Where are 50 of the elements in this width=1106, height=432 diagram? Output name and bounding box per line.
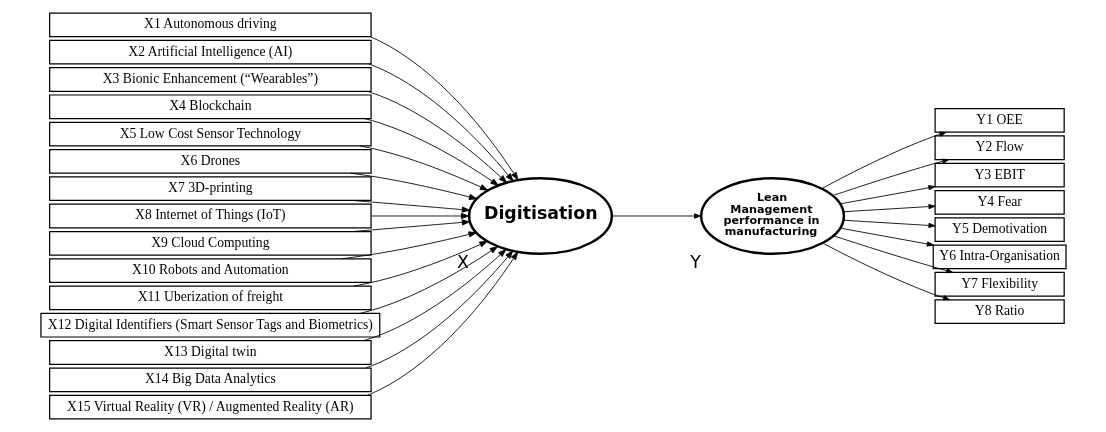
arrow — [364, 250, 513, 369]
node-box: X10 Robots and Automation — [48, 258, 372, 283]
node-box: Y2 Flow — [934, 135, 1065, 161]
arrow — [821, 131, 947, 189]
node-box: X3 Bionic Enhancement (“Wearables”) — [48, 67, 372, 92]
node-box: X15 Virtual Reality (VR) / Augmented Reality (AR) — [48, 394, 372, 420]
arrow — [839, 227, 934, 247]
arrow — [610, 213, 701, 219]
node-box: X1 Autonomous driving — [48, 12, 372, 38]
node-box: X12 Digital Identifiers (Smart Sensor Tags and Biometrics) — [39, 312, 380, 338]
node-box: X8 Internet of Things (IoT) — [48, 203, 372, 229]
node-box: Y3 EBIT — [934, 162, 1065, 188]
arrow — [368, 63, 513, 182]
arrow — [349, 172, 477, 200]
node-box: X9 Cloud Computing — [48, 230, 372, 256]
arrow — [842, 203, 935, 213]
arrow — [821, 242, 950, 301]
node-label: X — [456, 251, 469, 272]
node-box: Y4 Fear — [934, 189, 1065, 215]
arrow — [370, 212, 469, 220]
arrow — [842, 219, 935, 229]
node-box: X7 3D-printing — [48, 176, 372, 202]
arrow — [340, 231, 477, 260]
arrow — [352, 240, 488, 287]
node-box: X2 Artificial Intelligence (AI) — [48, 39, 372, 65]
node-box: X4 Blockchain — [48, 94, 372, 120]
node-box: X6 Drones — [48, 149, 372, 174]
arrow — [369, 36, 518, 181]
arrow — [839, 185, 935, 205]
arrow — [359, 246, 498, 314]
arrow — [352, 219, 470, 232]
node-box: X11 Uberization of freight — [48, 285, 372, 311]
node-box: Y7 Flexibility — [934, 271, 1065, 297]
node-box: Y6 Intra-Organisation — [932, 244, 1067, 270]
arrow — [363, 118, 499, 186]
node-label: Y — [689, 251, 701, 272]
arrow — [831, 158, 949, 196]
arrow — [832, 235, 953, 274]
arrow — [359, 145, 488, 191]
node-box: X5 Low Cost Sensor Technology — [48, 121, 372, 147]
node-box: Y5 Demotivation — [934, 217, 1065, 243]
node-box: Y1 OEE — [934, 108, 1065, 133]
node-box: X13 Digital twin — [48, 340, 372, 365]
arrow — [362, 249, 506, 342]
node-ellipse: Lean Management performance in manufacturing — [699, 176, 845, 256]
arrow — [366, 251, 518, 396]
arrow — [352, 200, 470, 213]
node-box: X14 Big Data Analytics — [48, 367, 372, 393]
node-box: Y8 Ratio — [934, 299, 1065, 324]
arrow — [366, 90, 507, 183]
